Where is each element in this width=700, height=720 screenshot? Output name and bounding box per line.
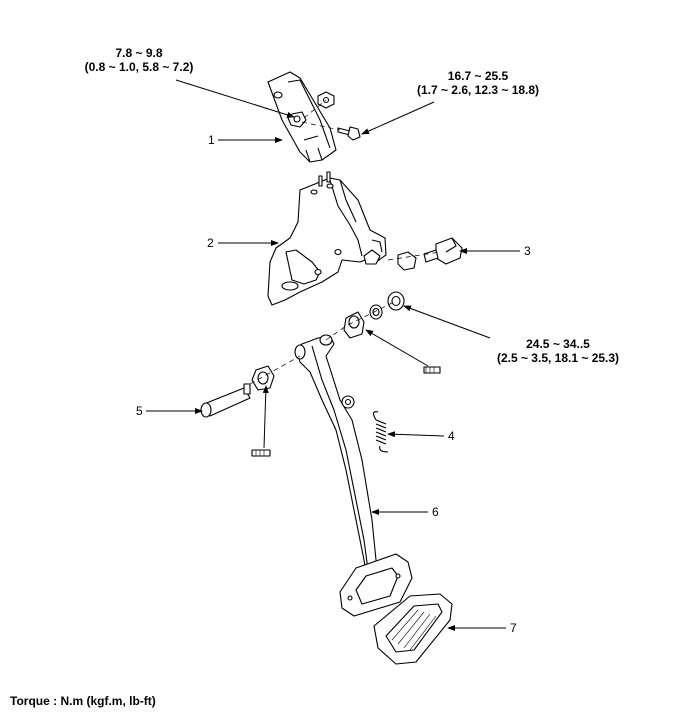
torque-label-bracket-nut: 7.8 ~ 9.8 (0.8 ~ 1.0, 5.8 ~ 7.2): [64, 46, 214, 74]
clip-pin-upper: [423, 366, 441, 374]
torque-label-pivot-nut: 24.5 ~ 34..5 (2.5 ~ 3.5, 18.1 ~ 25.3): [476, 337, 640, 365]
torque-bracket-bolt-value: 16.7 ~ 25.5: [447, 69, 509, 83]
callout-5: 5: [136, 404, 143, 418]
clip-pin-lower: [251, 449, 271, 457]
callout-2: 2: [207, 236, 214, 250]
pedal-plate: [339, 553, 413, 617]
torque-pivot-nut-alt: (2.5 ~ 3.5, 18.1 ~ 25.3): [496, 351, 620, 365]
return-spring-part-4: [372, 411, 389, 453]
torque-pivot-nut-value: 24.5 ~ 34..5: [526, 337, 590, 351]
pedal-member-bracket-part-2: [267, 171, 387, 306]
stop-lamp-switch-part-3: [397, 237, 463, 271]
torque-bracket-bolt-alt: (1.7 ~ 2.6, 12.3 ~ 18.8): [416, 83, 540, 97]
leader-torque-bolt: [361, 101, 435, 135]
torque-bracket-nut-alt: (0.8 ~ 1.0, 5.8 ~ 7.2): [84, 60, 194, 74]
torque-label-bracket-bolt: 16.7 ~ 25.5 (1.7 ~ 2.6, 12.3 ~ 18.8): [396, 69, 560, 97]
leader-clip-upper: [365, 329, 429, 367]
bracket-bolt: [337, 126, 361, 141]
torque-bracket-nut-value: 7.8 ~ 9.8: [115, 46, 163, 60]
brake-pedal-arm-part-6: [294, 334, 379, 585]
pivot-washer-large: [387, 291, 405, 311]
callout-3: 3: [524, 244, 531, 258]
callout-1: 1: [208, 133, 215, 147]
leader-torque-nut: [175, 79, 295, 118]
pedal-pad-part-7: [373, 593, 453, 665]
assembly-axis-lines: [249, 99, 441, 385]
pivot-pin-part-5: [200, 383, 251, 418]
torque-units-footer: Torque : N.m (kgf.m, lb-ft): [10, 694, 156, 708]
leader-clip-lower: [262, 385, 269, 449]
callout-7: 7: [510, 621, 517, 635]
pivot-washer-small: [369, 304, 383, 320]
pin-nut: [251, 365, 275, 391]
pivot-bushing: [343, 311, 365, 339]
leader-part-4: [387, 431, 445, 438]
leader-torque-pivot: [403, 305, 491, 339]
callout-6: 6: [432, 505, 439, 519]
callout-4: 4: [448, 429, 455, 443]
